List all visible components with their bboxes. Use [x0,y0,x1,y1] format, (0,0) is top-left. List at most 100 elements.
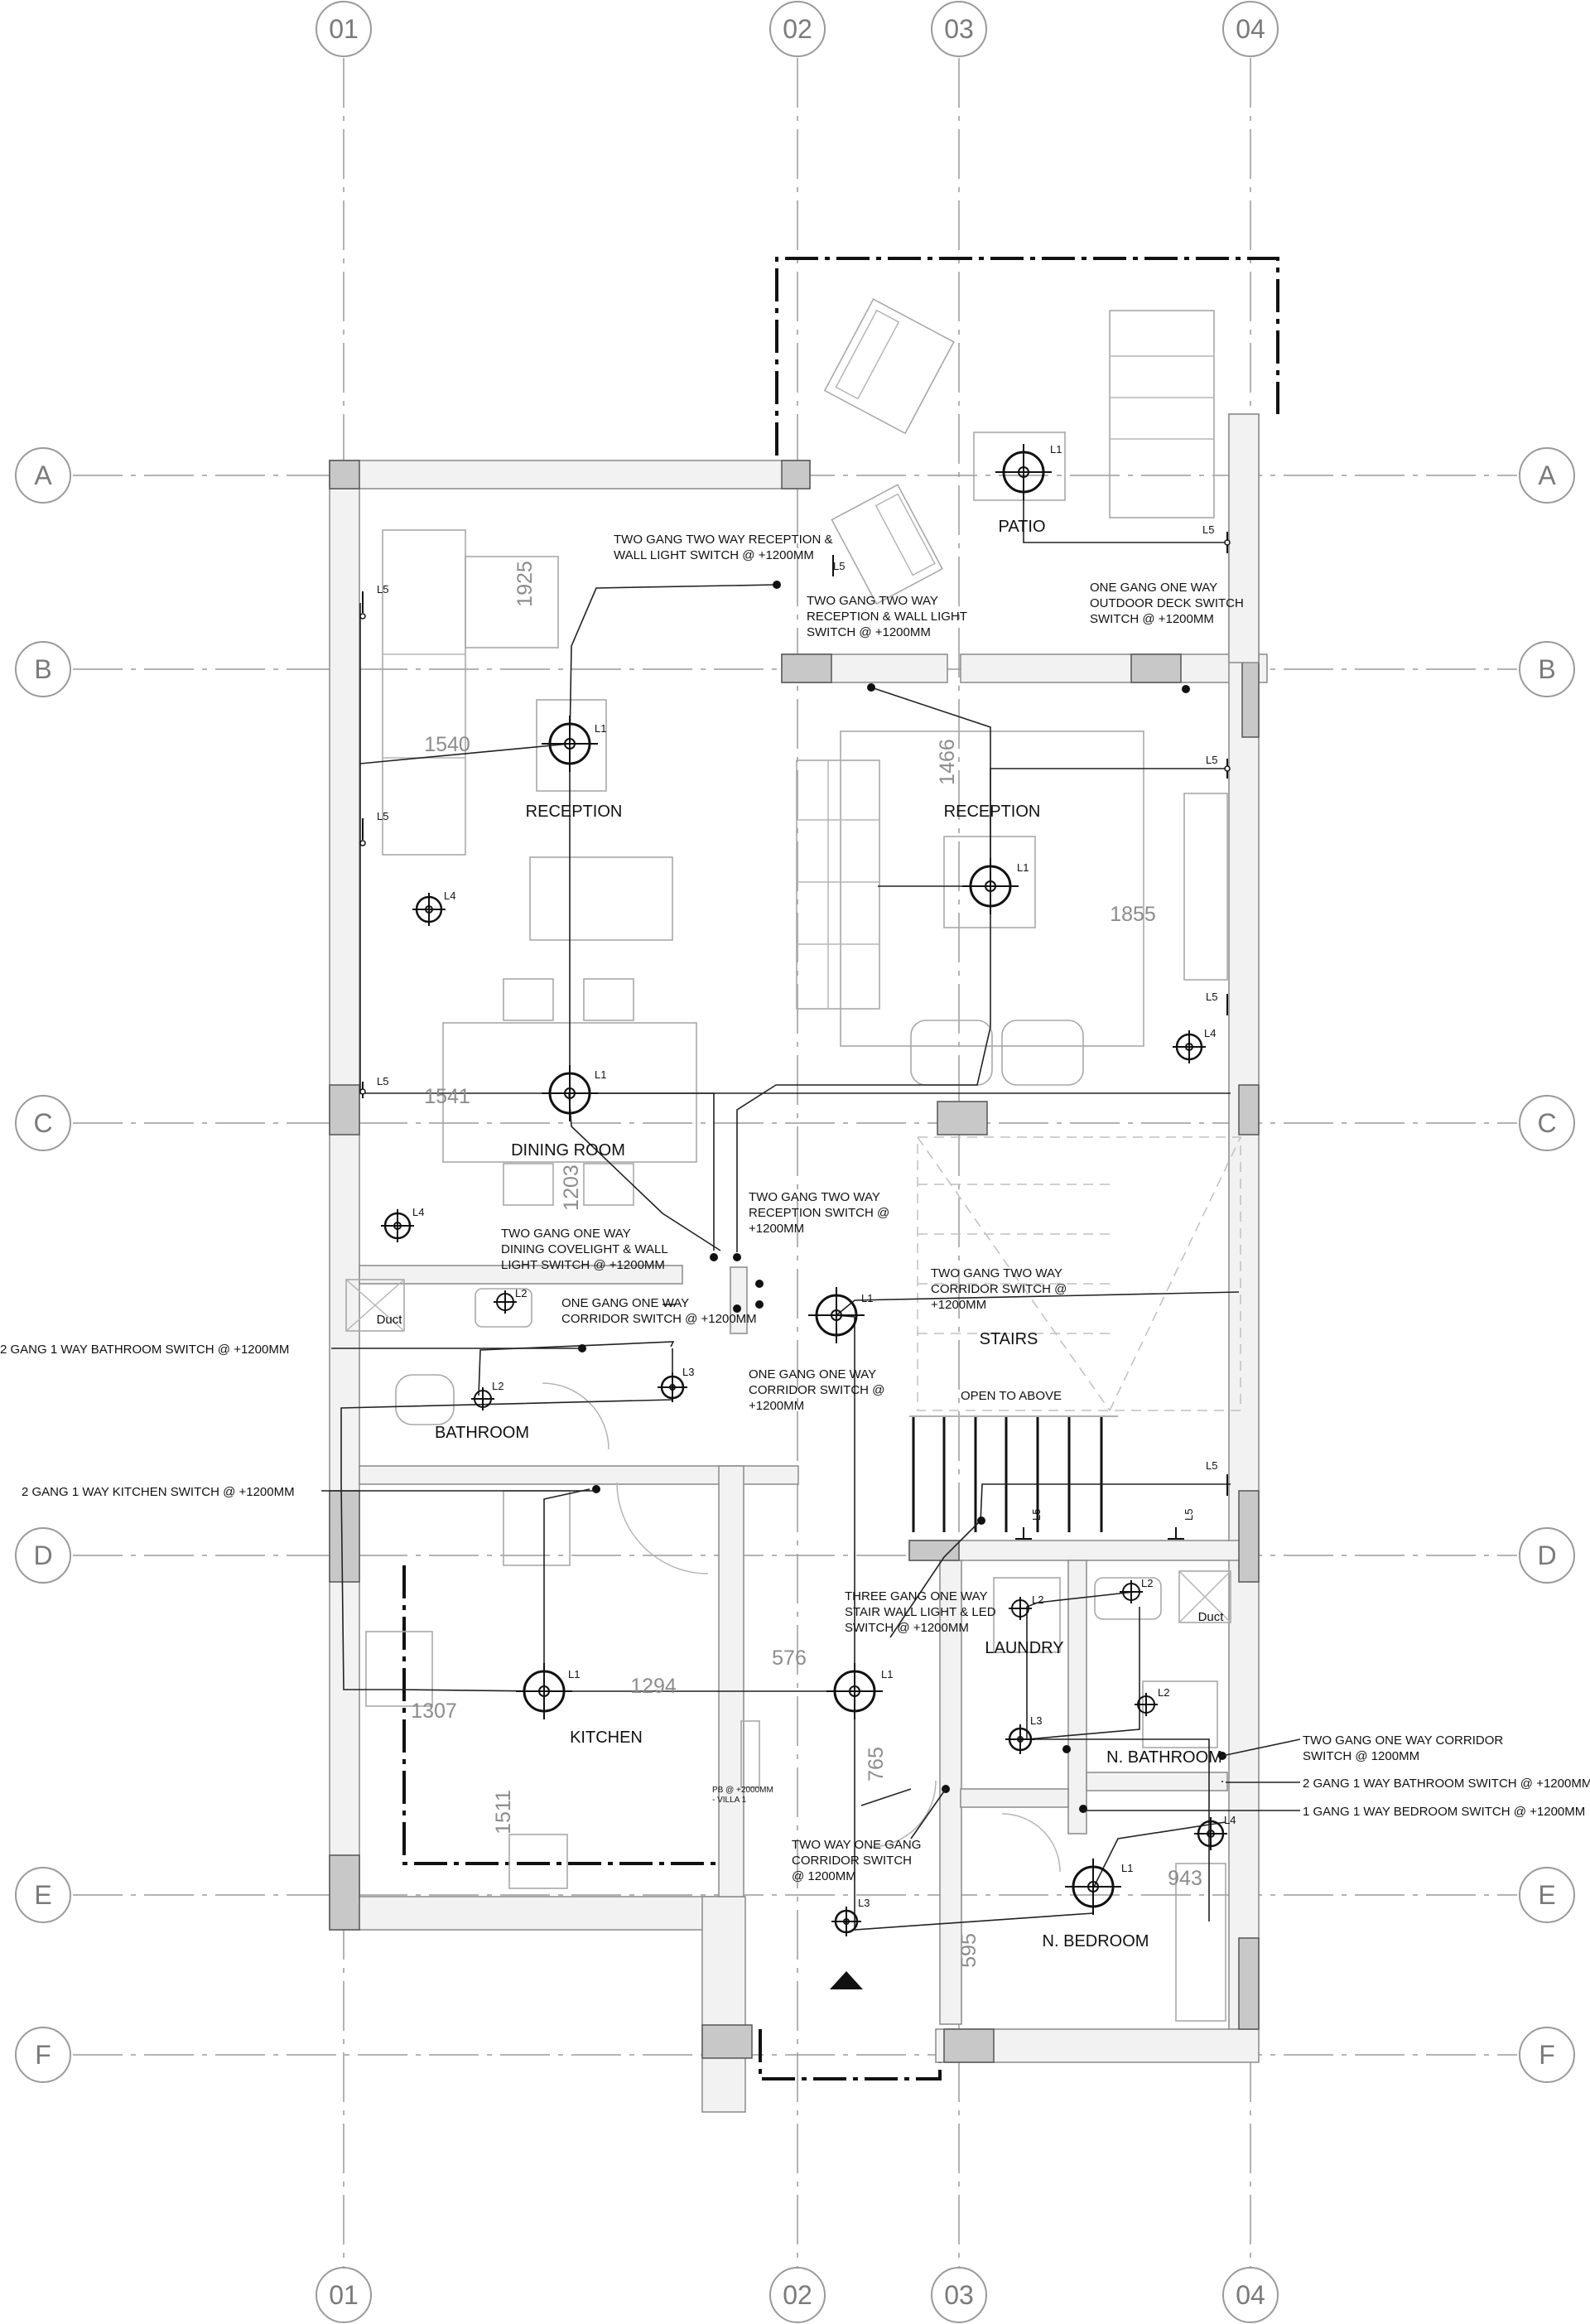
note-nbathroom-switch: 2 GANG 1 WAY BATHROOM SWITCH @ +1200MM [1303,1777,1590,1791]
svg-text:B: B [1538,654,1555,684]
svg-text:A: A [34,460,52,490]
light-l5-wall-icon [1224,759,1231,779]
room-label-stairs: STAIRS [980,1330,1038,1348]
note-bedroom-switch: 1 GANG 1 WAY BEDROOM SWITCH @ +1200MM [1303,1805,1585,1819]
svg-text:L5: L5 [377,810,388,822]
dim-1540: 1540 [424,733,470,756]
light-l4-reception-icon [412,893,446,926]
svg-text:A: A [1538,460,1556,490]
dim-943: 943 [1168,1867,1202,1890]
dim-1294: 1294 [630,1675,677,1698]
note-kitchen-switch: 2 GANG 1 WAY KITCHEN SWITCH @ +1200MM [22,1485,295,1499]
dim-576: 576 [772,1647,807,1670]
svg-text:L1: L1 [1050,443,1062,456]
grid-bubble-c-left: C [15,1095,71,1151]
grid-bubble-a-left: A [15,447,71,504]
svg-text:L4: L4 [444,890,455,902]
room-label-n-bedroom: N. BEDROOM [1043,1932,1149,1950]
light-l2-bath-icon [471,1387,494,1410]
svg-text:01: 01 [329,14,359,44]
svg-text:03: 03 [944,2280,974,2310]
light-l1-reception-left-icon [542,716,598,772]
dim-1307: 1307 [411,1700,457,1723]
svg-text:L1: L1 [1017,861,1029,874]
svg-text:L5: L5 [1206,991,1217,1003]
grid-bubble-01-top: 01 [316,1,372,57]
grid-bubble-d-right: D [1519,1527,1575,1584]
room-labels: PATIO RECEPTION RECEPTION DINING ROOM ST… [377,518,1225,1950]
label-duct-right: Duct [1198,1610,1225,1624]
light-l1-kitchen-icon [516,1663,572,1719]
grid-bubble-a-right: A [1519,447,1575,504]
entry-arrow-icon [830,1971,863,1989]
wiring [340,474,1240,1931]
light-l4-dining-icon [381,1209,414,1242]
svg-text:L1: L1 [861,1292,873,1304]
svg-text:C: C [1537,1108,1556,1138]
light-l5-wall-icon [1224,532,1231,553]
grid-bubble-e-left: E [15,1867,71,1923]
svg-text:04: 04 [1236,14,1265,44]
dimensions: 1925 1540 1466 1855 1541 1203 1294 576 1… [411,561,1202,1968]
svg-text:L2: L2 [1141,1577,1153,1589]
dim-1855: 1855 [1110,903,1156,926]
dim-595: 595 [957,1933,980,1968]
light-l1-hall-icon [826,1663,883,1719]
grid-bubble-b-right: B [1519,641,1575,697]
svg-text:04: 04 [1236,2280,1265,2310]
light-l5-wall-icon [359,818,366,846]
note-panel-board: PB @ +2000MM- VILLA 1 [712,1786,773,1805]
dim-1466: 1466 [936,739,959,785]
room-label-reception-left: RECEPTION [526,803,623,821]
plan-boundary [402,257,1279,2081]
label-open-to-above: OPEN TO ABOVE [961,1389,1062,1403]
note-reception-wall-switch: TWO GANG TWO WAY RECEPTION &WALL LIGHT S… [614,533,832,562]
leader-lines [321,1348,1301,1839]
svg-text:01: 01 [329,2280,359,2310]
grid-bubble-01-bottom: 01 [316,2267,372,2323]
grid-bubble-03-bottom: 03 [931,2267,987,2323]
label-duct-left: Duct [377,1313,403,1327]
light-l2-laundry-icon [1009,1597,1032,1620]
svg-text:02: 02 [783,2280,812,2310]
light-l1-patio-icon [995,444,1052,500]
light-l1-reception-right-icon [962,858,1019,914]
svg-text:03: 03 [944,14,974,44]
light-l2-nbath-sink-icon [1120,1580,1143,1603]
room-label-reception-right: RECEPTION [944,803,1041,821]
svg-text:L2: L2 [515,1287,527,1299]
light-l2-bath-sink-icon [494,1290,517,1314]
light-l1-bedroom-icon [1065,1859,1121,1915]
dim-1203: 1203 [560,1164,583,1211]
light-l1-dining-icon [542,1065,598,1121]
walls [329,413,1268,2113]
svg-text:L1: L1 [595,722,606,735]
light-l3-laundry-icon [1005,1724,1035,1754]
svg-text:L5: L5 [1206,1459,1217,1472]
grid-bubble-f-right: F [1519,2027,1575,2083]
svg-text:L1: L1 [1121,1862,1133,1874]
svg-text:L5: L5 [1030,1509,1043,1521]
grid-bubbles: 01 02 03 04 01 02 03 04 A B C D E F A B … [15,1,1575,2323]
svg-text:L5: L5 [833,560,845,572]
light-l5-wall-icon [1015,1527,1032,1540]
light-l4-right-icon [1173,1030,1206,1063]
room-label-kitchen: KITCHEN [570,1729,643,1747]
svg-text:L3: L3 [682,1366,694,1378]
svg-text:L5: L5 [1206,754,1217,766]
switch-notes: TWO GANG TWO WAY RECEPTION &WALL LIGHT S… [0,533,1590,1883]
dim-765: 765 [865,1747,888,1782]
dim-1541: 1541 [424,1085,470,1108]
grid-bubble-04-bottom: 04 [1222,2267,1279,2323]
svg-text:C: C [33,1108,52,1138]
grid-bubble-b-left: B [15,641,71,697]
